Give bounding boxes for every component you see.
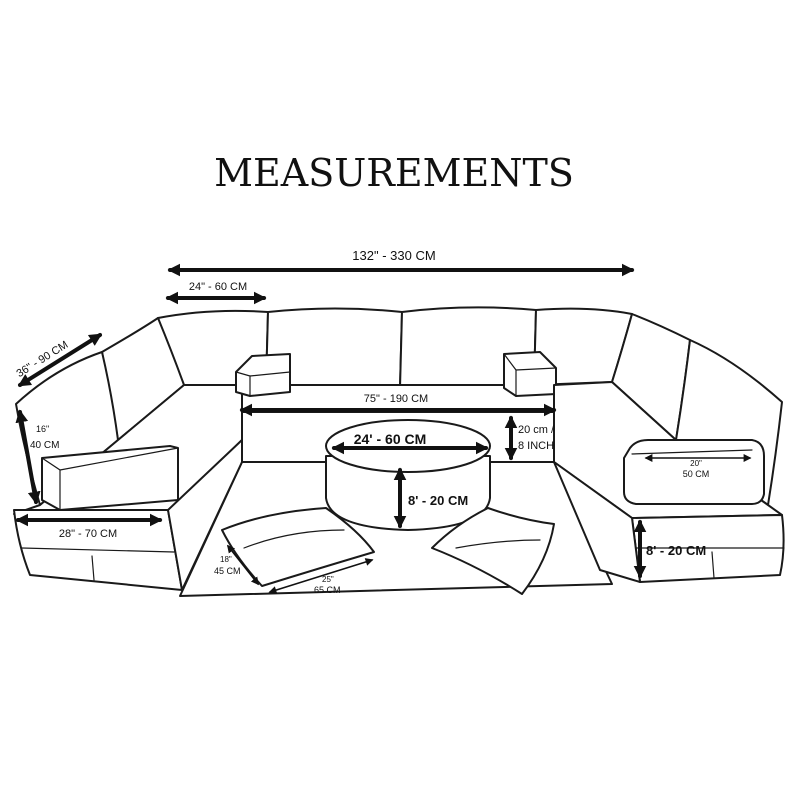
floor-cushion-side-inch-label: 18" [220, 555, 232, 564]
armrest-height-cm-label: 40 CM [30, 440, 59, 451]
left-sofa-section [13, 317, 243, 591]
seat-height-inch-label: 8 INCH [518, 440, 554, 452]
round-pouf [325, 419, 491, 531]
floor-cushion-width-inch-label: 25" [322, 575, 334, 584]
right-sofa-section [553, 313, 785, 583]
back-cushion-width-label: 24" - 60 CM [189, 281, 247, 293]
floor-cushion-right [431, 507, 555, 595]
center-section-width-label: 75" - 190 CM [364, 393, 428, 405]
base-height-label: 8' - 20 CM [646, 543, 706, 558]
pouf-diameter-label: 24' - 60 CM [354, 431, 427, 447]
seat-depth-label: 28" - 70 CM [59, 528, 117, 540]
floor-cushion-width-cm-label: 65 CM [314, 585, 341, 595]
pouf-height-label: 8' - 20 CM [408, 493, 468, 508]
armrest-height-inch-label: 16" [36, 424, 49, 434]
floor-cushion-side-cm-label: 45 CM [214, 566, 241, 576]
bolster-length-inch-label: 20" [690, 459, 702, 468]
seat-height-cm-label: 20 cm / [518, 424, 555, 436]
bolster-length-cm-label: 50 CM [683, 469, 710, 479]
overall-width-label: 132" - 330 CM [352, 248, 435, 263]
back-cushions [157, 306, 633, 389]
page-title: MEASUREMENTS [214, 151, 574, 195]
left-cube-cushion [235, 353, 291, 397]
